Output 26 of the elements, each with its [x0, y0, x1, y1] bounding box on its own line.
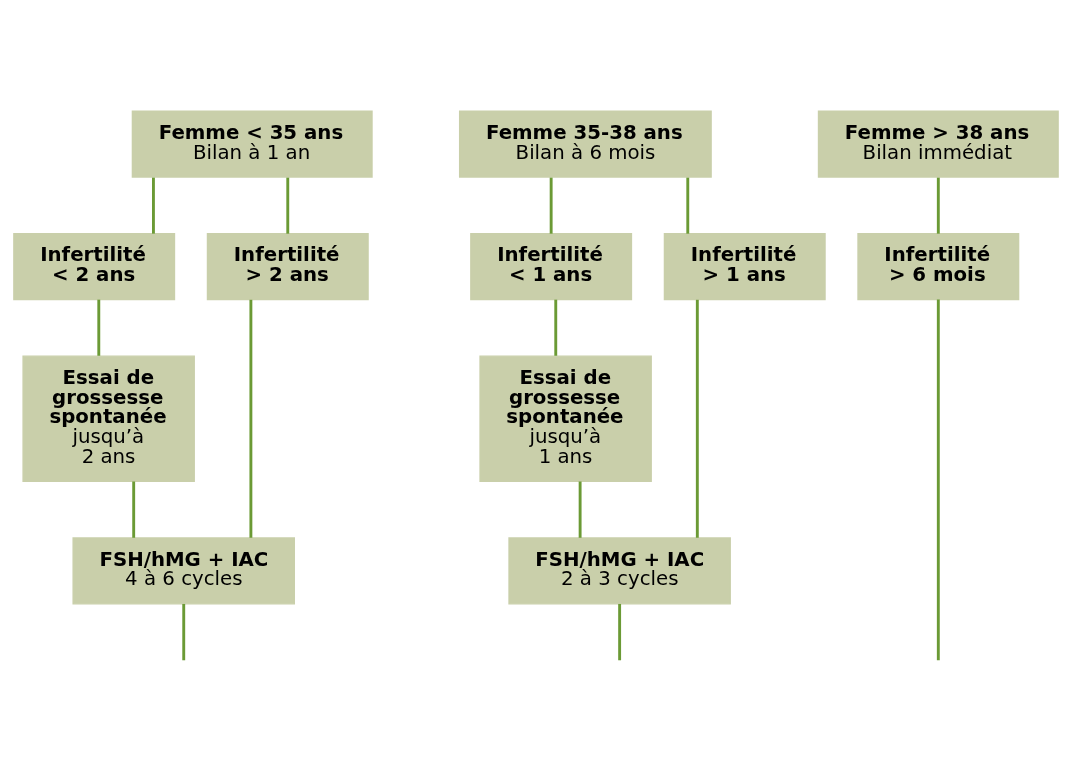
connector — [554, 299, 558, 356]
node-box: Essai de grossesse spontanée jusqu’à 1 ans — [479, 355, 652, 482]
connector — [182, 603, 186, 660]
connector — [618, 603, 622, 660]
node-box: Infertilité < 1 ans — [470, 232, 633, 300]
connector — [686, 177, 690, 234]
node-box: Femme 35-38 ans Bilan à 6 mois — [458, 110, 712, 178]
node-box: Femme > 38 ans Bilan immédiat — [817, 110, 1059, 178]
node-box: Essai de grossesse spontanée jusqu’à 2 ans — [22, 355, 195, 482]
connector — [936, 299, 940, 660]
connector — [286, 177, 290, 234]
connector — [578, 481, 582, 538]
node-box: Infertilité > 2 ans — [206, 232, 369, 300]
node-box: Infertilité > 6 mois — [857, 232, 1020, 300]
connector — [249, 299, 253, 538]
node-box: FSH/hMG + IAC 4 à 6 cycles — [72, 536, 295, 604]
connector — [695, 299, 699, 538]
connector — [936, 177, 940, 234]
node-box: Infertilité < 2 ans — [13, 232, 176, 300]
connector — [97, 299, 101, 356]
node-box: Infertilité > 1 ans — [663, 232, 826, 300]
node-box: Femme < 35 ans Bilan à 1 an — [131, 110, 373, 178]
connector — [132, 481, 136, 538]
connector — [152, 177, 155, 234]
node-box: FSH/hMG + IAC 2 à 3 cycles — [508, 536, 731, 604]
connector — [549, 177, 553, 234]
